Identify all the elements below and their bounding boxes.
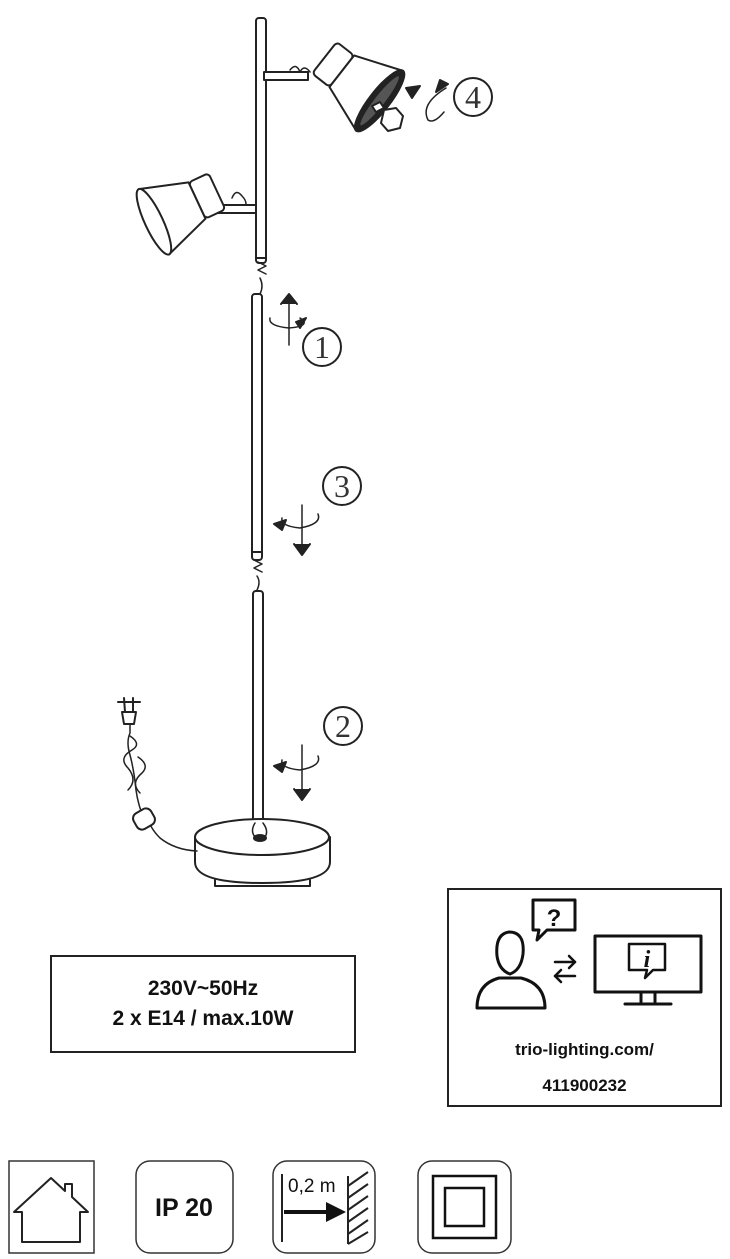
spec-voltage: 230V~50Hz — [147, 977, 259, 1000]
online-info-box: ? i trio-lighting.com/ 411900232 — [447, 888, 722, 1107]
info-url-domain: trio-lighting.com/ — [515, 1040, 654, 1059]
indoor-use-symbol — [8, 1160, 95, 1254]
step-1-rotate-arrow — [269, 293, 307, 346]
spec-bulbs: 2 x E14 / max.10W — [112, 1007, 294, 1030]
question-mark: ? — [547, 905, 562, 932]
ip-rating-label: IP 20 — [155, 1194, 213, 1222]
distance-label: 0,2 m — [288, 1176, 336, 1197]
lower-pole-section — [252, 590, 264, 824]
upper-lamp-head — [263, 42, 406, 133]
arrow-right-icon — [326, 1202, 346, 1222]
power-plug — [117, 697, 141, 725]
upper-pole-section — [255, 17, 267, 295]
step-2-label: 2 — [335, 708, 351, 744]
question-bubble-icon — [531, 898, 577, 942]
info-url-code: 411900232 — [542, 1076, 627, 1095]
house-icon — [13, 1177, 89, 1243]
step-3-label: 3 — [334, 468, 350, 504]
protection-class-ii-symbol — [417, 1160, 512, 1254]
step-4-label: 4 — [465, 79, 481, 115]
step-3-rotate-arrow — [273, 504, 320, 556]
light-bulb — [371, 101, 404, 132]
step-4-rotate-arrow — [405, 79, 449, 122]
step-1-label: 1 — [314, 329, 330, 365]
lamp-assembly-drawing: 1 3 2 4 — [117, 17, 493, 887]
lamp-base — [194, 818, 331, 887]
ip-rating-symbol: IP 20 — [135, 1160, 234, 1254]
power-cable — [123, 719, 198, 852]
info-mark: i — [644, 947, 651, 973]
lower-lamp-head — [135, 173, 257, 256]
exchange-arrows-icon — [553, 954, 577, 984]
step-2-rotate-arrow — [273, 744, 320, 801]
support-illustration: ? i — [475, 898, 703, 1010]
distance-symbol: 0,2 m — [272, 1160, 376, 1254]
spec-box: 230V~50Hz 2 x E14 / max.10W — [50, 955, 356, 1053]
double-insulation-icon — [431, 1174, 498, 1240]
middle-pole-section — [251, 293, 263, 591]
wall-hatch-icon — [347, 1171, 369, 1245]
inline-switch — [132, 807, 156, 831]
monitor-icon — [593, 934, 703, 1006]
person-icon — [475, 930, 547, 1010]
